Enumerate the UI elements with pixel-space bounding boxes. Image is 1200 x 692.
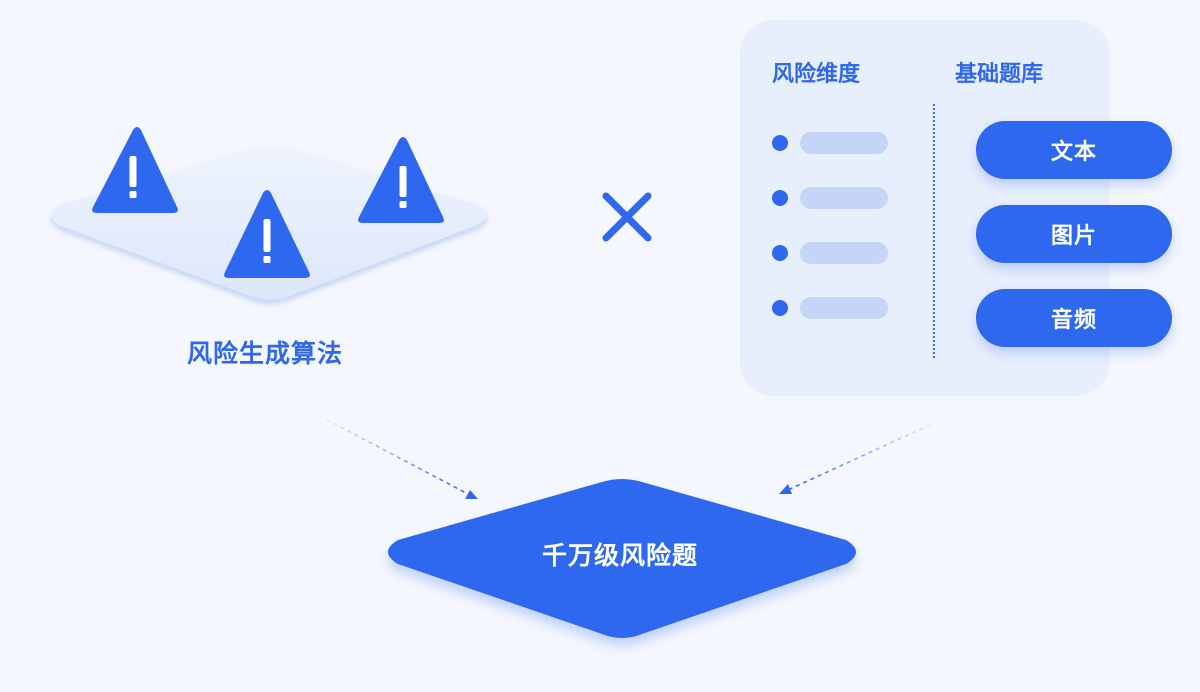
warning-icon (92, 127, 178, 213)
multiply-icon (602, 192, 652, 242)
placeholder-bar (800, 297, 888, 319)
bank-item-image: 图片 (976, 205, 1172, 263)
arrow-from-algorithm (311, 411, 478, 499)
placeholder-bar (800, 242, 888, 264)
arrow-from-question-bank (779, 417, 946, 494)
placeholder-bar (800, 132, 888, 154)
risk-dimension-item (772, 242, 892, 264)
bullet-dot (772, 135, 788, 151)
risk-dimension-item (772, 187, 892, 209)
warning-icon (224, 190, 310, 278)
placeholder-bar (800, 187, 888, 209)
bank-item-text: 文本 (976, 121, 1172, 179)
risk-dimension-item (772, 132, 892, 154)
dotted-divider (933, 104, 935, 358)
bullet-dot (772, 300, 788, 316)
warning-icon (358, 137, 444, 223)
risk-dimension-header: 风险维度 (772, 62, 861, 87)
result-diamond (388, 479, 856, 638)
base-bank-header: 基础题库 (955, 62, 1044, 87)
bank-item-audio: 音频 (976, 289, 1172, 347)
risk-dimension-item (772, 297, 892, 319)
bullet-dot (772, 245, 788, 261)
bullet-dot (772, 190, 788, 206)
algorithm-illustration (51, 127, 487, 300)
result-label: 千万级风险题 (541, 541, 698, 570)
algorithm-label: 风险生成算法 (186, 339, 343, 368)
